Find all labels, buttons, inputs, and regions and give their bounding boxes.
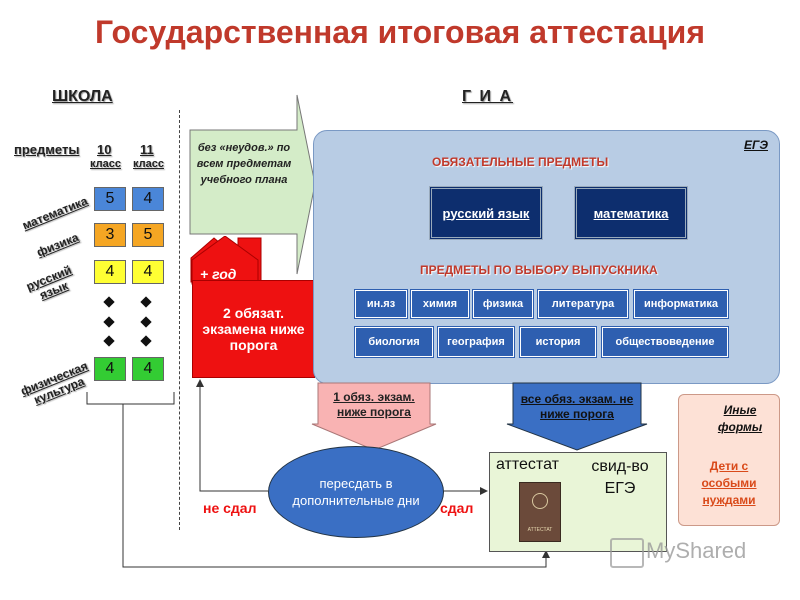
special-needs-label: Дети с особыми нуждами bbox=[701, 459, 757, 507]
grade10-header: 10 bbox=[97, 142, 112, 157]
school-header: ШКОЛА bbox=[52, 88, 113, 105]
plus-year-label: + год bbox=[200, 266, 237, 282]
elective-physics: физика bbox=[473, 290, 533, 318]
certificate-doc-text: АТТЕСТАТ bbox=[527, 527, 553, 533]
grade-math-11: 4 bbox=[132, 187, 164, 211]
passed-label: сдал bbox=[440, 500, 474, 516]
ege-label: ЕГЭ bbox=[744, 138, 768, 152]
grade-physics-10: 3 bbox=[94, 223, 126, 247]
grade-pe-11: 4 bbox=[132, 357, 164, 381]
elective-social: обществоведение bbox=[602, 327, 728, 357]
elective-literature: литература bbox=[538, 290, 628, 318]
mandatory-math: математика bbox=[574, 186, 688, 240]
certificate-box bbox=[489, 452, 667, 552]
two-exams-box: 2 обязат. экзамена ниже порога bbox=[192, 280, 315, 378]
subjects-header: предметы bbox=[14, 142, 80, 157]
page-title: Государственная итоговая аттестация bbox=[95, 14, 705, 50]
mandatory-russian: русский язык bbox=[429, 186, 543, 240]
other-forms-box bbox=[678, 394, 780, 526]
failed-label: не сдал bbox=[203, 500, 257, 516]
certificate-doc-icon: АТТЕСТАТ bbox=[519, 482, 561, 542]
elective-chemistry: химия bbox=[411, 290, 469, 318]
grade11-header: 11 bbox=[140, 142, 154, 157]
grade-pe-10: 4 bbox=[94, 357, 126, 381]
elective-title: ПРЕДМЕТЫ ПО ВЫБОРУ ВЫПУСКНИКА bbox=[420, 263, 658, 277]
elective-informatics: информатика bbox=[634, 290, 728, 318]
watermark-text: MyShared bbox=[646, 538, 747, 563]
requirement-arrow bbox=[189, 94, 316, 275]
grade-physics-11: 5 bbox=[132, 223, 164, 247]
class-label-11: класс bbox=[133, 158, 164, 170]
elective-biology: биология bbox=[355, 327, 433, 357]
one-exam-text: 1 обяз. экзам. ниже порога bbox=[333, 390, 415, 419]
class-label-10: класс bbox=[90, 158, 121, 170]
certificate-label: аттестат bbox=[496, 456, 559, 473]
other-forms-label: Иные формы bbox=[717, 403, 763, 434]
requirement-text: без «неудов.» по всем предметам учебного… bbox=[196, 142, 292, 186]
elective-history: история bbox=[520, 327, 596, 357]
watermark-icon bbox=[610, 538, 644, 568]
all-exams-text: все обяз. экзам. не ниже порога bbox=[520, 392, 634, 421]
gia-header: Г И А bbox=[462, 88, 514, 105]
elective-lang: ин.яз bbox=[355, 290, 407, 318]
grade-russian-11: 4 bbox=[132, 260, 164, 284]
elective-geography: география bbox=[438, 327, 514, 357]
one-exam-arrow bbox=[311, 382, 437, 451]
mandatory-title: ОБЯЗАТЕЛЬНЫЕ ПРЕДМЕТЫ bbox=[432, 155, 609, 169]
retake-ellipse: пересдать в дополнительные дни bbox=[268, 446, 444, 538]
ege-cert-label: свид-во ЕГЭ bbox=[591, 458, 649, 497]
grade-russian-10: 4 bbox=[94, 260, 126, 284]
grade-math-10: 5 bbox=[94, 187, 126, 211]
all-exams-arrow bbox=[506, 382, 648, 451]
divider bbox=[179, 110, 180, 530]
